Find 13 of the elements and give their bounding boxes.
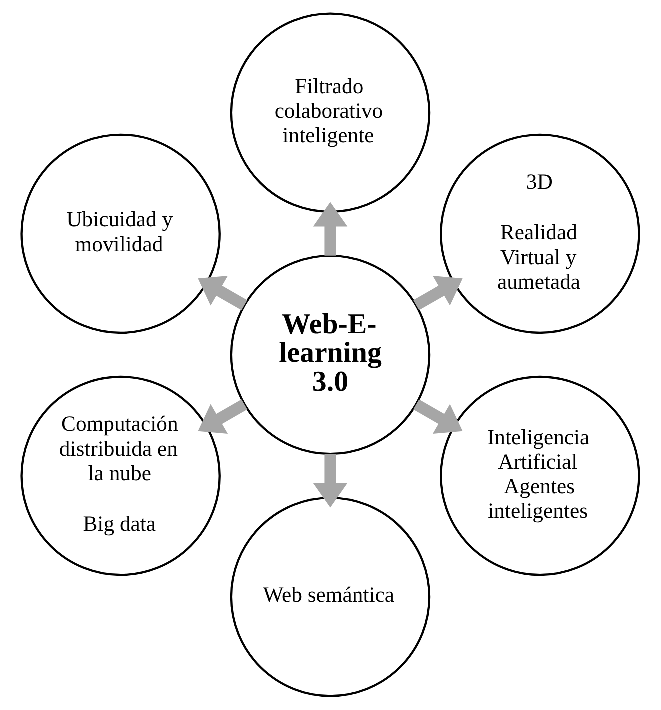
node-circle: 3D Realidad Virtual y aumetada [440, 134, 640, 334]
node-circle: Filtrado colaborativo inteligente [230, 12, 431, 214]
arrow [313, 454, 348, 508]
arrow [414, 400, 463, 434]
node-circle: Ubicuidad y movilidad [20, 134, 221, 334]
node-circle: Web semántica [230, 496, 431, 698]
node-circle: Inteligencia Artificial Agentes inteligentes [440, 376, 640, 576]
node-circle: Web-E-learning 3.0 [230, 254, 431, 456]
node-circle: Computación distribuida en la nube Big data [20, 376, 221, 576]
arrow [414, 276, 463, 310]
arrow [313, 202, 348, 256]
arrow [198, 400, 248, 434]
arrow [198, 276, 248, 310]
